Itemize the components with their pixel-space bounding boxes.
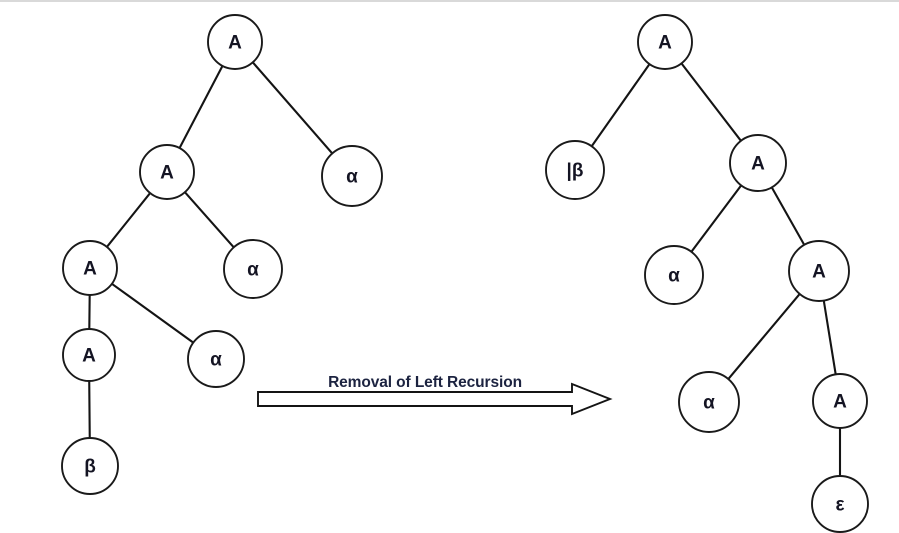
- tree-node: α: [321, 145, 383, 207]
- node-circle: [223, 239, 283, 299]
- tree-node: A: [729, 134, 787, 192]
- tree-node: A: [788, 240, 850, 302]
- tree-node: A: [637, 14, 693, 70]
- tree-edge: [680, 62, 742, 142]
- node-label: A: [658, 33, 672, 54]
- node-label: A: [82, 346, 96, 367]
- node-circle: [637, 14, 693, 70]
- node-label: α: [703, 393, 715, 414]
- tree-node: |β: [545, 140, 605, 200]
- node-circle: [61, 437, 119, 495]
- node-label: A: [812, 262, 826, 283]
- node-label: ε: [835, 495, 844, 516]
- tree-node: ε: [811, 475, 869, 533]
- tree-node: A: [812, 373, 868, 429]
- tree-edge: [727, 292, 801, 381]
- node-circle: [678, 371, 740, 433]
- transform-arrow-layer: Removal of Left Recursion: [257, 374, 613, 416]
- tree-node: A: [207, 14, 263, 70]
- left-recursive-parse-tree-edges: [88, 61, 334, 440]
- tree-node: α: [187, 330, 245, 388]
- node-label: A: [228, 33, 242, 54]
- tree-edge: [251, 61, 334, 155]
- tree-node: α: [678, 371, 740, 433]
- tree-node: A: [139, 144, 195, 200]
- tree-node: A: [62, 328, 116, 382]
- tree-edge: [110, 282, 195, 344]
- tree-edge: [105, 192, 152, 248]
- node-circle: [139, 144, 195, 200]
- node-label: A: [160, 163, 174, 184]
- tree-edge: [183, 191, 235, 249]
- node-circle: [545, 140, 605, 200]
- node-label: α: [346, 167, 358, 188]
- node-label: α: [247, 260, 259, 281]
- tree-node: α: [644, 245, 704, 305]
- node-label: |β: [567, 161, 584, 182]
- tree-edge: [590, 63, 651, 148]
- node-label: A: [751, 154, 765, 175]
- transform-caption: Removal of Left Recursion: [328, 374, 522, 391]
- tree-node: α: [223, 239, 283, 299]
- node-label: α: [668, 266, 680, 287]
- node-label: α: [210, 350, 222, 371]
- node-label: β: [84, 457, 96, 478]
- tree-node: A: [62, 240, 118, 296]
- tree-edge: [822, 299, 837, 376]
- tree-edge: [178, 64, 224, 150]
- node-circle: [788, 240, 850, 302]
- right-recursive-parse-tree-edges: [590, 62, 842, 478]
- node-circle: [187, 330, 245, 388]
- node-circle: [207, 14, 263, 70]
- tree-edge: [690, 184, 743, 253]
- tree-edge: [88, 379, 91, 440]
- node-circle: [644, 245, 704, 305]
- node-circle: [729, 134, 787, 192]
- node-label: A: [833, 392, 847, 413]
- tree-edge: [770, 186, 806, 246]
- tree-edges-layer: [88, 61, 842, 478]
- tree-node: β: [61, 437, 119, 495]
- right-arrow-icon: [257, 382, 613, 416]
- node-circle: [811, 475, 869, 533]
- node-label: A: [83, 259, 97, 280]
- node-circle: [321, 145, 383, 207]
- node-circle: [62, 328, 116, 382]
- node-circle: [812, 373, 868, 429]
- node-circle: [62, 240, 118, 296]
